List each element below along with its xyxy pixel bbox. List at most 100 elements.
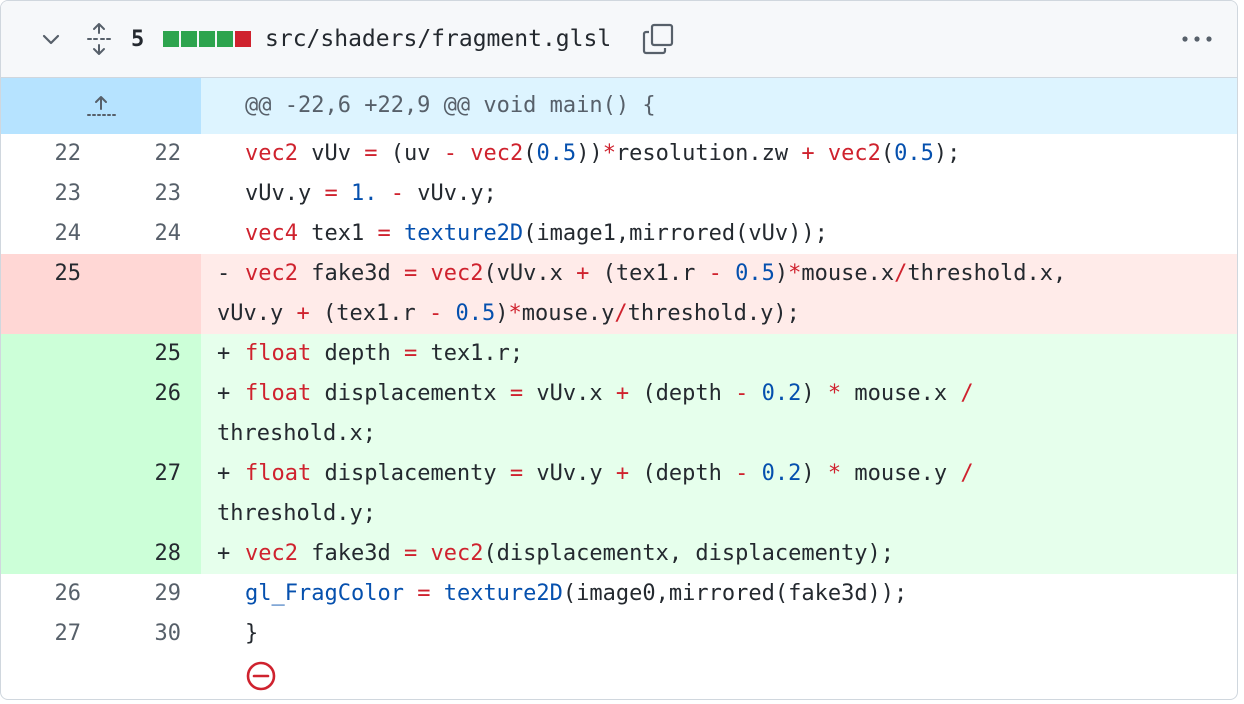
code-token: (image1,mirrored(vUv)); — [523, 221, 828, 246]
old-line-number[interactable]: 27 — [54, 621, 82, 646]
code-token: 1. — [350, 181, 378, 206]
copy-path-button[interactable] — [641, 1, 675, 77]
code-token: texture2D — [403, 221, 524, 246]
old-line-number[interactable] — [1, 334, 101, 374]
code-token: (tex1.r — [589, 261, 709, 286]
code-token: (displacementx, displacementy); — [483, 541, 895, 566]
code-token — [338, 181, 351, 206]
code-token: displacementy — [311, 461, 510, 486]
code-line: +float displacementx = vUv.x + (depth - … — [201, 374, 1237, 454]
code-token: float — [245, 341, 312, 366]
no-entry-icon — [246, 661, 276, 691]
code-token: float — [245, 461, 312, 486]
code-token: - — [735, 461, 749, 486]
diffstat-block — [199, 31, 215, 47]
new-line-number[interactable]: 28 — [101, 534, 201, 574]
code-token: )) — [576, 141, 603, 166]
code-token: (tex1.r — [309, 301, 429, 326]
code-text: vec4 tex1 = texture2D(image1,mirrored(vU… — [217, 214, 1197, 254]
code-token: + — [615, 461, 630, 486]
code-token: 0.5 — [894, 141, 934, 166]
code-line: } — [201, 614, 1237, 654]
code-token: ) — [801, 381, 828, 406]
new-line-number[interactable]: 25 — [101, 334, 201, 374]
code-token: = — [509, 461, 524, 486]
expand-all-button[interactable] — [85, 1, 113, 77]
old-line-number[interactable] — [1, 454, 101, 534]
fold-up-icon — [87, 96, 116, 116]
new-line-number[interactable]: 23 — [154, 181, 182, 206]
more-options-button[interactable] — [1179, 1, 1215, 77]
code-token — [417, 541, 430, 566]
code-token — [442, 301, 455, 326]
code-token: * — [827, 461, 842, 486]
expand-up-button[interactable] — [1, 78, 201, 134]
code-token: ) — [495, 301, 509, 326]
code-token: 0.2 — [761, 381, 802, 406]
copy-icon — [642, 23, 674, 55]
no-newline-cell — [201, 654, 1237, 699]
code-token: (uv — [377, 141, 444, 166]
code-line: vec2 vUv = (uv - vec2(0.5))*resolution.z… — [201, 134, 1237, 174]
context-line: 24 24 vec4 tex1 = texture2D(image1,mirrore… — [1, 214, 1237, 254]
code-token: = — [377, 221, 391, 246]
code-token: + — [615, 381, 630, 406]
new-line-number[interactable]: 30 — [154, 621, 182, 646]
diff-marker: + — [217, 381, 231, 406]
new-line-number[interactable]: 22 — [154, 141, 182, 166]
code-token: vUv.y — [217, 301, 297, 326]
old-line-number[interactable]: 23 — [54, 181, 82, 206]
code-line: +vec2 fake3d = vec2(displacementx, displ… — [201, 534, 1237, 574]
code-token: fake3d — [297, 261, 404, 286]
code-token: = — [509, 381, 524, 406]
code-token — [815, 141, 828, 166]
old-line-number[interactable] — [1, 534, 101, 574]
diff-marker: + — [217, 341, 231, 366]
code-token: / — [960, 381, 974, 406]
code-token — [748, 461, 761, 486]
collapse-chevron-button[interactable] — [39, 1, 63, 77]
code-text: gl_FragColor = texture2D(image0,mirrored… — [217, 574, 1197, 614]
hunk-header: @@ -22,6 +22,9 @@ void main() { — [201, 78, 1237, 134]
code-token: (depth — [629, 461, 736, 486]
added-line: 25+float depth = tex1.r; — [1, 334, 1237, 374]
code-token: gl_FragColor — [245, 581, 404, 606]
chevron-down-icon — [42, 34, 60, 45]
code-token: threshold.x; — [217, 421, 376, 446]
old-line-number[interactable]: 26 — [54, 581, 82, 606]
old-line-number[interactable]: 25 — [1, 254, 101, 334]
code-token — [417, 261, 430, 286]
code-token: threshold.y; — [217, 501, 376, 526]
code-token: resolution.zw — [615, 141, 802, 166]
diff-marker: + — [217, 461, 231, 486]
new-line-number[interactable] — [101, 254, 201, 334]
old-line-number[interactable]: 22 — [54, 141, 82, 166]
old-line-number[interactable] — [1, 374, 101, 454]
added-line: 27+float displacementy = vUv.y + (depth … — [1, 454, 1237, 534]
file-name[interactable]: src/shaders/fragment.glsl — [265, 26, 612, 52]
code-text: vec2 fake3d = vec2(vUv.x + (tex1.r - 0.5… — [217, 254, 1197, 334]
new-line-number[interactable]: 27 — [101, 454, 201, 534]
code-token: mouse.y — [521, 301, 615, 326]
code-token: = — [324, 181, 338, 206]
code-token: vec2 — [827, 141, 881, 166]
old-line-number[interactable]: 24 — [54, 221, 82, 246]
code-token: - — [428, 301, 443, 326]
code-token: (depth — [629, 381, 736, 406]
new-line-number[interactable]: 26 — [101, 374, 201, 454]
diff-marker: - — [217, 261, 231, 286]
code-token: tex1.r; — [417, 341, 524, 366]
code-token: fake3d — [297, 541, 404, 566]
new-line-number[interactable]: 24 — [154, 221, 182, 246]
new-line-number[interactable]: 29 — [154, 581, 182, 606]
code-text: vec2 vUv = (uv - vec2(0.5))*resolution.z… — [217, 134, 1197, 174]
deleted-line: 25 -vec2 fake3d = vec2(vUv.x + (tex1.r - … — [1, 254, 1237, 334]
diffstat-block — [181, 31, 197, 47]
code-line: vec4 tex1 = texture2D(image1,mirrored(vU… — [201, 214, 1237, 254]
empty-cell — [1, 654, 101, 699]
code-token: vec2 — [470, 141, 524, 166]
code-token: (vUv.x — [483, 261, 577, 286]
code-token — [430, 581, 443, 606]
code-token: / — [960, 461, 974, 486]
